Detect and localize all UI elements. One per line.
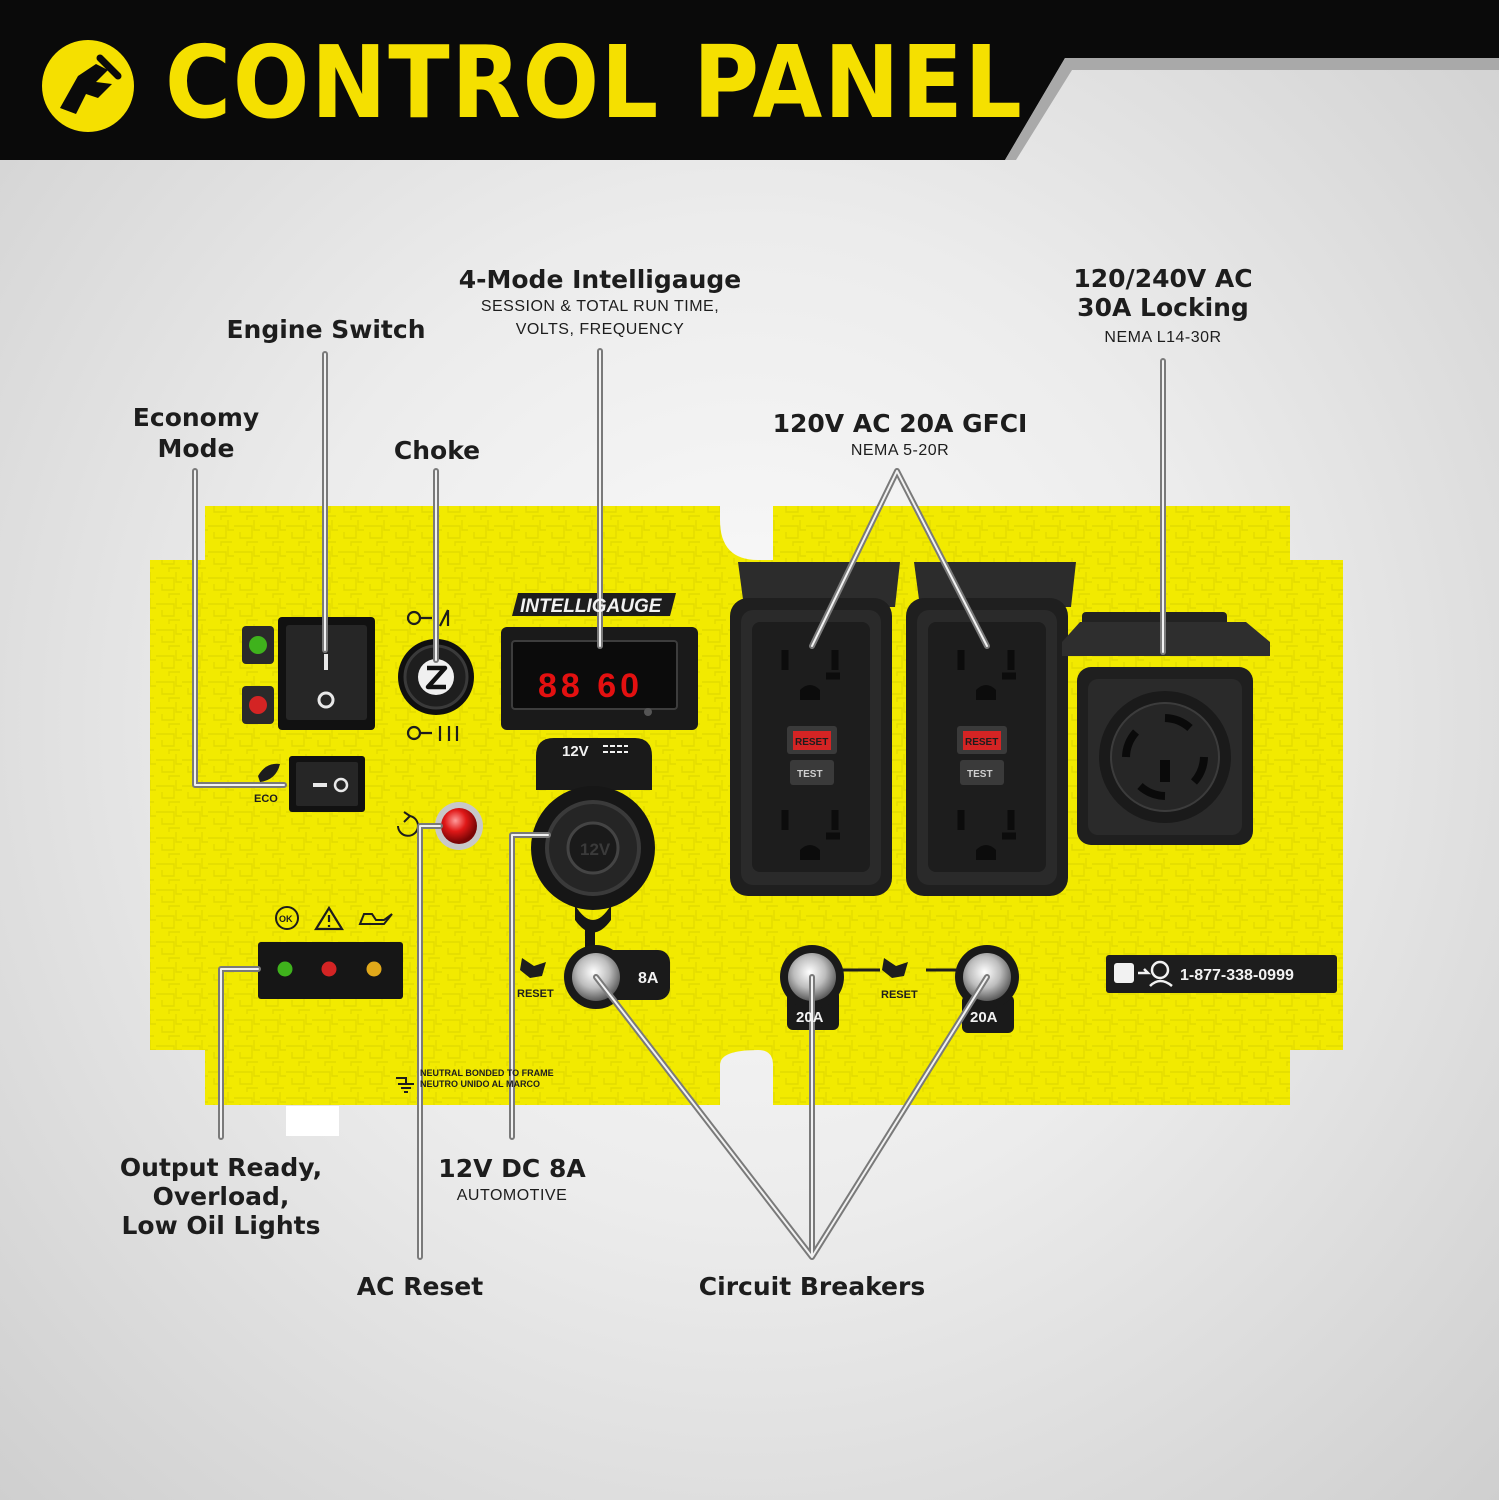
lights-label-line1: Output Ready, bbox=[119, 1153, 323, 1182]
locking-label-line1: 120/240V AC bbox=[1073, 264, 1253, 293]
reset-hand-icon bbox=[520, 958, 908, 978]
intelligauge-display bbox=[501, 593, 698, 730]
eco-label: ECO bbox=[254, 793, 278, 805]
reset-label-right: RESET bbox=[881, 989, 918, 1001]
breaker-8a-label: 8A bbox=[638, 970, 659, 987]
circuit-breakers-label: Circuit Breakers bbox=[698, 1272, 926, 1301]
hand-plug-icon bbox=[42, 40, 134, 132]
ground-icon bbox=[396, 1077, 414, 1093]
gfci-callout: 120V AC 20A GFCI NEMA 5-20R bbox=[740, 408, 1060, 462]
intelligauge-sub-line1: SESSION & TOTAL RUN TIME, bbox=[480, 298, 720, 315]
intelligauge-callout: 4-Mode Intelligauge SESSION & TOTAL RUN … bbox=[440, 264, 760, 341]
eco-switch[interactable] bbox=[258, 756, 365, 812]
dc-socket[interactable] bbox=[531, 738, 655, 958]
intelligauge-label: 4-Mode Intelligauge bbox=[458, 265, 742, 294]
gfci-test-right: TEST bbox=[967, 769, 993, 780]
gfci-sub: NEMA 5-20R bbox=[850, 442, 950, 459]
locking-callout: 120/240V AC 30A Locking NEMA L14-30R bbox=[1032, 264, 1294, 349]
ac-reset-button[interactable] bbox=[397, 802, 483, 850]
intelligauge-sub-line2: VOLTS, FREQUENCY bbox=[515, 321, 685, 338]
gfci-reset-left: RESET bbox=[795, 737, 828, 748]
neutral-note-line2: NEUTRO UNIDO AL MARCO bbox=[420, 1079, 540, 1089]
header-band bbox=[0, 0, 1499, 160]
engine-switch[interactable] bbox=[242, 617, 375, 730]
page-title: CONTROL PANEL bbox=[165, 24, 1024, 141]
breaker-20a-right[interactable] bbox=[955, 945, 1019, 1033]
economy-mode-label: Economy Mode bbox=[100, 402, 292, 464]
economy-mode-line1: Economy bbox=[132, 403, 260, 432]
engine-switch-label: Engine Switch bbox=[226, 315, 426, 344]
economy-mode-line2: Mode bbox=[157, 434, 235, 463]
intelligauge-brand: INTELLIGAUGE bbox=[520, 596, 663, 617]
leader-lines bbox=[192, 348, 1166, 1260]
white-tab bbox=[286, 1106, 339, 1136]
breaker-20a-left-label: 20A bbox=[796, 1009, 824, 1026]
lights-callout: Output Ready, Overload, Low Oil Lights bbox=[96, 1153, 346, 1240]
locking-outlet[interactable] bbox=[1062, 612, 1270, 845]
reset-label-left: RESET bbox=[517, 988, 554, 1000]
phone-number: 1-877-338-0999 bbox=[1180, 967, 1294, 984]
dc-callout: 12V DC 8A AUTOMOTIVE bbox=[402, 1153, 622, 1207]
gfci-label: 120V AC 20A GFCI bbox=[772, 409, 1028, 438]
gauge-readout: 88 60 bbox=[538, 667, 643, 705]
choke-label: Choke bbox=[393, 436, 481, 465]
locking-sub: NEMA L14-30R bbox=[1104, 329, 1222, 346]
locking-label-line2: 30A Locking bbox=[1077, 293, 1249, 322]
status-lights bbox=[258, 905, 403, 999]
ac-reset-label: AC Reset bbox=[356, 1272, 484, 1301]
neutral-note-line1: NEUTRAL BONDED TO FRAME bbox=[420, 1068, 554, 1078]
gfci-outlet-right[interactable] bbox=[906, 562, 1076, 896]
dc-label: 12V DC 8A bbox=[438, 1154, 586, 1183]
phone-badge bbox=[1106, 955, 1337, 993]
gfci-outlet-left[interactable] bbox=[730, 562, 900, 896]
breaker-20a-right-label: 20A bbox=[970, 1009, 998, 1026]
dc-sub: AUTOMOTIVE bbox=[456, 1187, 568, 1204]
choke-knob[interactable] bbox=[398, 609, 474, 741]
gfci-reset-right: RESET bbox=[965, 737, 998, 748]
gfci-test-left: TEST bbox=[797, 769, 823, 780]
ok-badge: OK bbox=[279, 914, 293, 924]
lights-label-line3: Low Oil Lights bbox=[121, 1211, 321, 1240]
dc-socket-label: 12V bbox=[562, 743, 589, 760]
dc-port-label: 12V bbox=[580, 840, 611, 859]
lights-label-line2: Overload, bbox=[152, 1182, 290, 1211]
